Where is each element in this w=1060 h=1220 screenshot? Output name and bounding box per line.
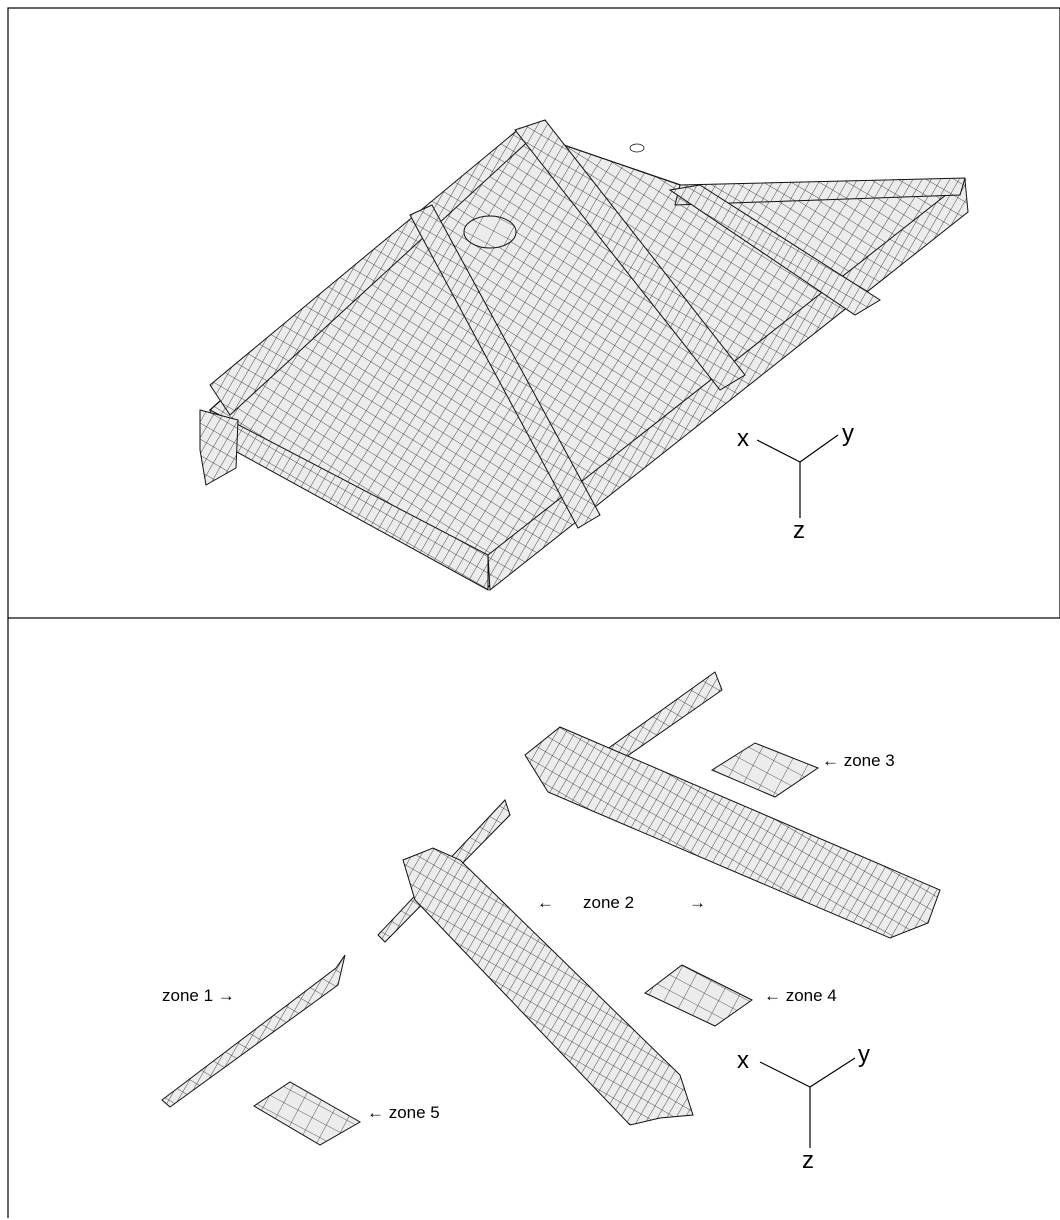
rear-rail — [674, 177, 966, 206]
zone3-label: ← zone 3 — [822, 751, 895, 770]
front-left-bracket — [199, 409, 239, 486]
bottom-axis-z-label: z — [802, 1147, 814, 1174]
zone2-right-arrow: → — [689, 893, 706, 912]
zone-parts — [161, 671, 941, 1146]
cross-member-2 — [514, 119, 746, 391]
top-axis-y-label: y — [842, 420, 854, 447]
top-axis-triad: x y z — [737, 420, 854, 544]
bottom-axis-x-label: x — [737, 1047, 749, 1074]
panel-frames — [7, 7, 1060, 1218]
zone-labels: ← zone 3 ← zone 2 → ← zone 4 zone 1 → ← … — [162, 751, 895, 1122]
zone3-plate — [710, 742, 820, 798]
zone2-left-arrow: ← — [537, 893, 554, 912]
bottom-axis-y-label: y — [858, 1041, 870, 1068]
dome-feature — [463, 215, 517, 249]
zone1-strip — [161, 954, 346, 1108]
floor-assembly-mesh — [199, 119, 969, 591]
zone4-label: ← zone 4 — [764, 986, 837, 1005]
zone2-main-beam — [402, 847, 694, 1126]
top-panel-frame — [7, 7, 1060, 619]
cross-member-1 — [409, 204, 601, 529]
top-axis-z-label: z — [793, 517, 805, 544]
zone4-plate — [644, 964, 753, 1027]
zone3-main-beam — [524, 726, 941, 939]
zone2-label: zone 2 — [583, 893, 634, 912]
top-axis-x-label: x — [737, 425, 749, 452]
zone1-label: zone 1 → — [162, 986, 235, 1005]
cross-member-3 — [668, 184, 881, 316]
zone5-label: ← zone 5 — [367, 1103, 440, 1122]
floor-hole — [629, 143, 645, 153]
zone5-plate — [253, 1081, 362, 1146]
bottom-axis-triad: x y z — [737, 1041, 870, 1174]
